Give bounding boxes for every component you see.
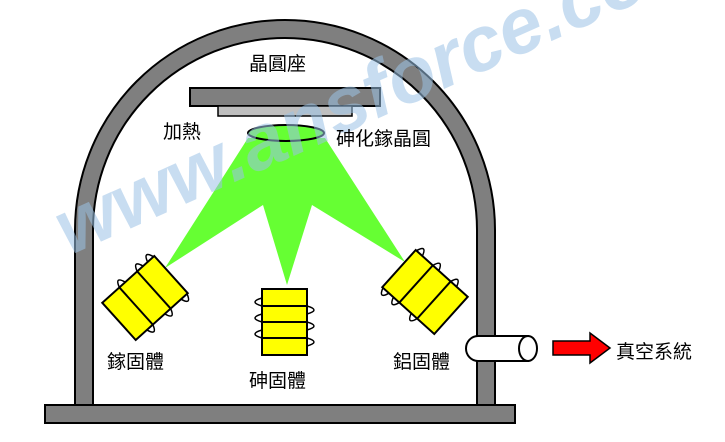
as-source-cell: [254, 288, 315, 356]
as-source-label: 砷固體: [249, 370, 307, 392]
ga-source-cell: [100, 253, 190, 342]
al-source-cell: [380, 247, 470, 336]
molecular-beam: [165, 138, 405, 285]
heater: [217, 105, 353, 117]
wafer-holder-label: 晶圓座: [249, 53, 307, 75]
ga-source-label: 鎵固體: [107, 351, 165, 373]
arrow-right-icon: [552, 331, 612, 365]
vacuum-pipe: [465, 335, 538, 362]
al-source-label: 鋁固體: [393, 351, 451, 373]
vacuum-system-label: 真空系統: [616, 341, 693, 363]
heater-label: 加熱: [163, 121, 202, 143]
chamber-base: [44, 404, 516, 424]
gaas-wafer: [247, 124, 325, 142]
gaas-wafer-label: 砷化鎵晶圓: [336, 128, 432, 150]
